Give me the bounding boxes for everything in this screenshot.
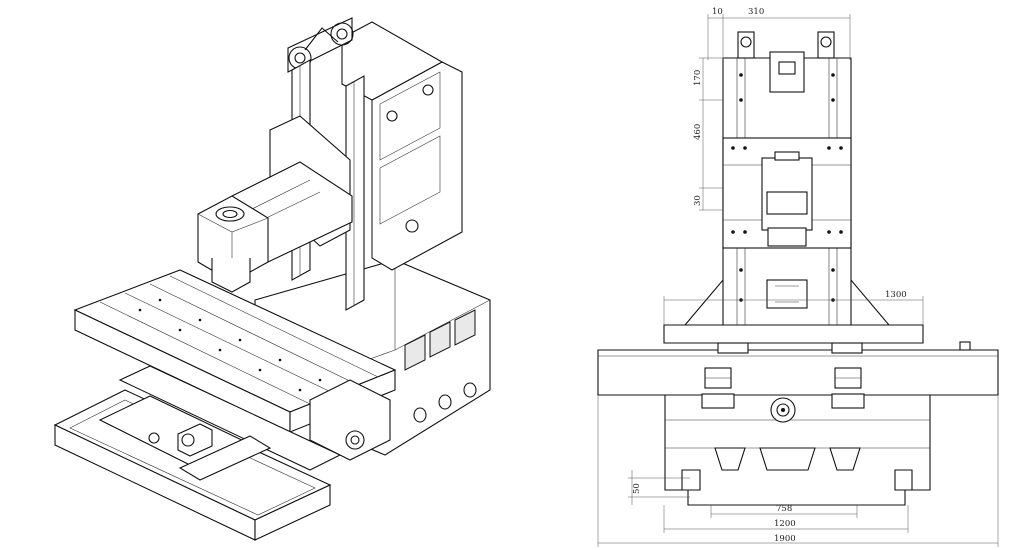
front-top-rollers <box>737 31 835 93</box>
iso-base-pockets <box>404 309 477 423</box>
dim-side-mid: 460 <box>693 124 703 140</box>
isometric-view <box>53 17 491 541</box>
dimension-labels: 10 310 170 460 30 1300 50 758 1200 1900 <box>632 7 907 544</box>
dim-top-left: 10 <box>712 7 723 17</box>
front-table <box>597 349 999 396</box>
iso-saddle <box>118 365 391 471</box>
front-spindle-head <box>722 137 852 309</box>
iso-headstock <box>197 115 353 293</box>
dim-top-right: 310 <box>748 7 764 17</box>
dim-base-mid: 1200 <box>774 519 796 529</box>
dim-base-inner: 758 <box>776 504 792 514</box>
dimension-lines <box>597 14 999 547</box>
dim-side-low: 30 <box>693 195 703 206</box>
iso-bed <box>53 389 332 541</box>
dim-base-total: 1900 <box>774 534 796 544</box>
dim-table-width: 1300 <box>885 290 907 300</box>
dim-side-top: 170 <box>693 70 703 86</box>
dim-foot-height: 50 <box>632 483 642 494</box>
front-elevation: 10 310 170 460 30 1300 50 758 1200 1900 <box>597 7 999 547</box>
